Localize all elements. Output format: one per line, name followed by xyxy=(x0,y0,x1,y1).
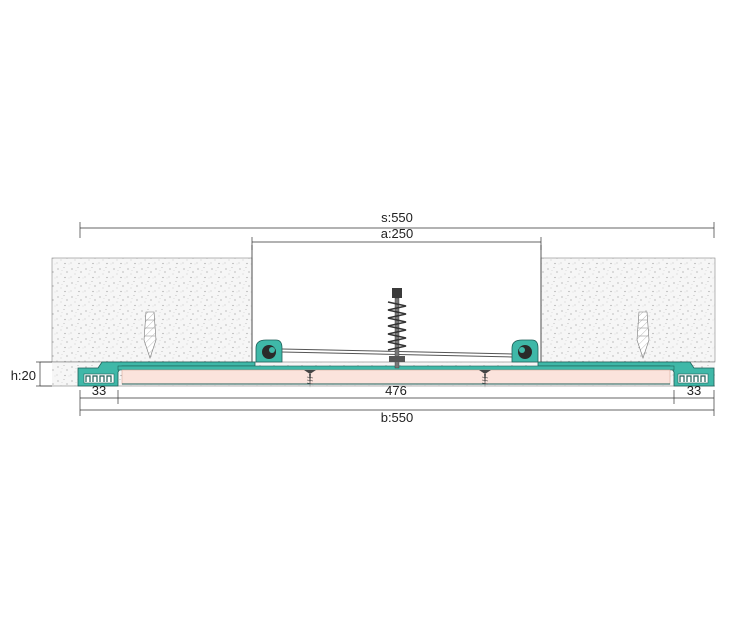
dimension-s: s:550 xyxy=(79,210,715,238)
cover-plate xyxy=(117,365,675,385)
right-gasket-grip xyxy=(511,339,539,363)
dimension-b: b:550 xyxy=(79,404,715,425)
dimension-right-flange-label: 33 xyxy=(687,383,701,398)
right-concrete-slab xyxy=(540,257,716,363)
joint-gap xyxy=(251,245,542,362)
dimension-a: a:250 xyxy=(251,226,542,250)
right-anchor xyxy=(636,311,650,359)
dimension-segments: 33 476 33 xyxy=(79,383,715,404)
dimension-h: h:20 xyxy=(11,361,52,387)
dimension-h-label: h:20 xyxy=(11,368,36,383)
dimension-s-label: s:550 xyxy=(381,210,413,225)
dimension-a-label: a:250 xyxy=(381,226,414,241)
dimension-b-label: b:550 xyxy=(381,410,414,425)
left-anchor xyxy=(143,311,157,359)
dimension-center-span-label: 476 xyxy=(385,383,407,398)
left-gasket-grip xyxy=(255,339,283,363)
left-screw xyxy=(304,370,316,388)
central-spring-bolt xyxy=(387,288,407,369)
dimension-left-flange-label: 33 xyxy=(92,383,106,398)
right-screw xyxy=(479,370,491,388)
